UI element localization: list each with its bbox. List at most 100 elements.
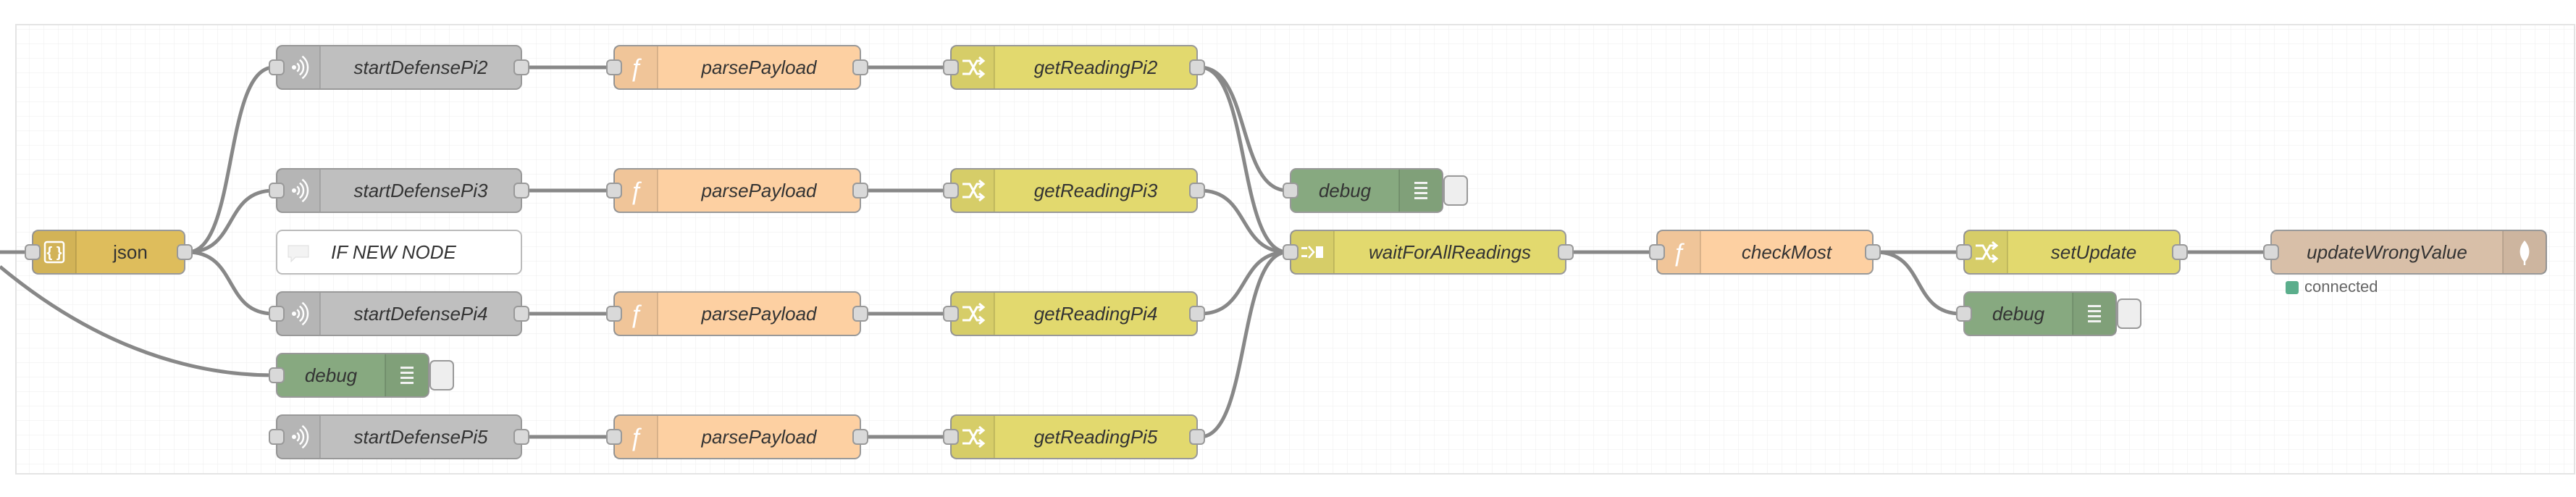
input-port[interactable]	[2263, 244, 2279, 260]
input-port[interactable]	[269, 367, 285, 383]
node-read5[interactable]: getReadingPi5	[943, 414, 1205, 459]
input-port[interactable]	[1956, 306, 1972, 322]
output-port[interactable]	[513, 306, 529, 322]
debug-toggle-button[interactable]	[1443, 175, 1468, 206]
wire-json-to-start2[interactable]	[187, 65, 274, 254]
wire-read2-to-wait[interactable]	[1199, 65, 1288, 254]
input-port[interactable]	[1956, 244, 1972, 260]
debug-icon	[400, 367, 414, 384]
svg-text:ƒ: ƒ	[629, 301, 643, 329]
debug-icon	[2088, 305, 2101, 322]
output-port[interactable]	[1189, 183, 1205, 199]
node-read2[interactable]: getReadingPi2	[943, 45, 1205, 90]
output-port[interactable]	[513, 59, 529, 75]
input-port[interactable]	[25, 244, 41, 260]
output-port[interactable]	[1865, 244, 1881, 260]
read2-label: getReadingPi2	[1034, 57, 1158, 78]
svg-text:ƒ: ƒ	[629, 54, 643, 83]
debug2-label: debug	[1319, 180, 1372, 201]
input-port[interactable]	[606, 306, 622, 322]
read4-label: getReadingPi4	[1034, 303, 1158, 325]
node-setupd[interactable]: setUpdate	[1956, 230, 2188, 275]
output-port[interactable]	[1189, 59, 1205, 75]
function-icon: ƒ	[1672, 239, 1686, 267]
node-start4[interactable]: startDefensePi4	[269, 291, 529, 336]
comment-body	[276, 230, 522, 275]
shuffle-icon	[962, 56, 986, 79]
node-start3[interactable]: startDefensePi3	[269, 168, 529, 213]
parse5-label: parsePayload	[701, 426, 818, 448]
input-port[interactable]	[943, 183, 959, 199]
output-port[interactable]	[513, 429, 529, 445]
output-port[interactable]	[513, 183, 529, 199]
output-port[interactable]	[1189, 306, 1205, 322]
node-read4[interactable]: getReadingPi4	[943, 291, 1205, 336]
node-comment[interactable]: IF NEW NODE	[276, 230, 522, 275]
wire-read3-to-wait[interactable]	[1199, 188, 1288, 254]
wire-read2-to-debug2[interactable]	[1199, 65, 1288, 193]
input-port[interactable]	[269, 429, 285, 445]
input-port[interactable]	[606, 183, 622, 199]
svg-text:{ }: { }	[46, 245, 62, 261]
input-port[interactable]	[943, 59, 959, 75]
output-port[interactable]	[1558, 244, 1574, 260]
output-port[interactable]	[1189, 429, 1205, 445]
input-port[interactable]	[606, 59, 622, 75]
node-parse5[interactable]: ƒ parsePayload	[606, 414, 868, 459]
wire-read4-to-wait[interactable]	[1199, 250, 1288, 316]
input-port[interactable]	[269, 59, 285, 75]
wire-read5-to-wait[interactable]	[1199, 250, 1288, 439]
node-json[interactable]: { } json	[25, 230, 193, 275]
input-port[interactable]	[269, 183, 285, 199]
node-start5[interactable]: startDefensePi5	[269, 414, 529, 459]
node-parse2[interactable]: ƒ parsePayload	[606, 45, 868, 90]
output-port[interactable]	[177, 244, 193, 260]
input-port[interactable]	[606, 429, 622, 445]
node-debug1[interactable]: debug	[269, 353, 454, 398]
node-debug2[interactable]: debug	[1283, 168, 1468, 213]
input-port[interactable]	[1283, 183, 1299, 199]
wire-check-to-debug3[interactable]	[1875, 250, 1962, 316]
read3-label: getReadingPi3	[1034, 180, 1158, 201]
output-port[interactable]	[852, 429, 868, 445]
wire-json-to-start3[interactable]	[187, 188, 274, 254]
node-debug3[interactable]: debug	[1956, 291, 2141, 336]
parse2-label: parsePayload	[701, 57, 818, 78]
wait-label: waitForAllReadings	[1369, 241, 1531, 263]
output-port[interactable]	[2172, 244, 2188, 260]
input-port[interactable]	[1283, 244, 1299, 260]
wire-incoming-to-debug[interactable]	[0, 265, 274, 377]
debug-toggle-button[interactable]	[429, 360, 454, 390]
debug3-label: debug	[1992, 303, 2045, 325]
status-dot	[2286, 281, 2299, 294]
input-port[interactable]	[1649, 244, 1665, 260]
input-port[interactable]	[269, 306, 285, 322]
function-icon: ƒ	[629, 301, 643, 329]
start2-label: startDefensePi2	[354, 57, 489, 78]
shuffle-icon	[1976, 241, 1999, 264]
output-port[interactable]	[852, 183, 868, 199]
wire-json-to-start4[interactable]	[187, 250, 274, 316]
json-label: json	[112, 241, 148, 263]
node-read3[interactable]: getReadingPi3	[943, 168, 1205, 213]
node-start2[interactable]: startDefensePi2	[269, 45, 529, 90]
svg-text:ƒ: ƒ	[629, 424, 643, 452]
shuffle-icon	[962, 425, 986, 448]
debug1-label: debug	[305, 364, 358, 386]
status-text: connected	[2304, 277, 2378, 296]
output-port[interactable]	[852, 306, 868, 322]
input-port[interactable]	[943, 306, 959, 322]
input-port[interactable]	[943, 429, 959, 445]
svg-text:ƒ: ƒ	[629, 178, 643, 206]
debug-toggle-button[interactable]	[2117, 298, 2141, 329]
start4-label: startDefensePi4	[354, 303, 488, 325]
shuffle-icon	[962, 179, 986, 202]
function-icon: ƒ	[629, 178, 643, 206]
output-port[interactable]	[852, 59, 868, 75]
node-wait[interactable]: waitForAllReadings	[1283, 230, 1574, 275]
